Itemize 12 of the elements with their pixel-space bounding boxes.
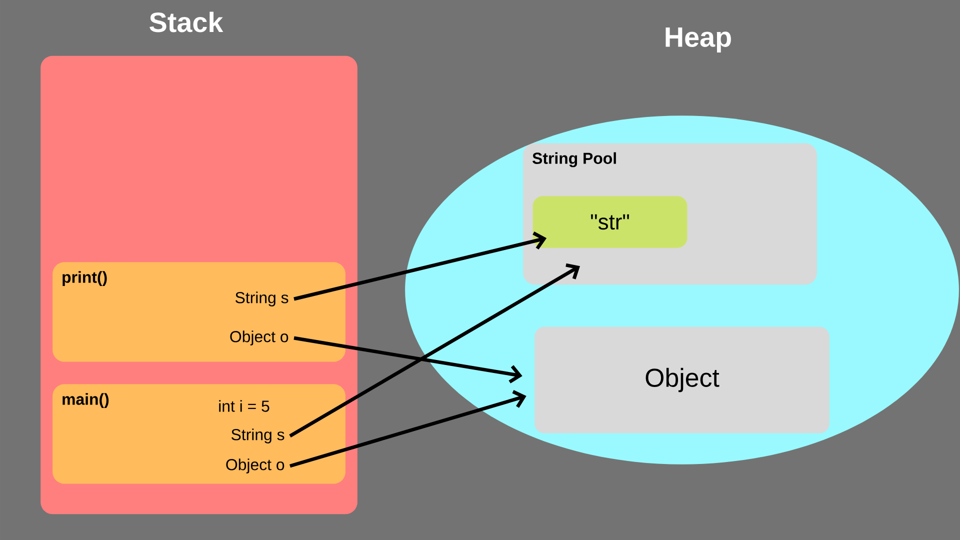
variable-label: Object o xyxy=(230,330,288,346)
string-box: "str" xyxy=(532,196,688,248)
variable-label: String s xyxy=(232,428,284,444)
object-box: Object xyxy=(534,326,830,434)
arrow xyxy=(290,390,526,468)
variable-label: String s xyxy=(236,292,288,306)
arrow xyxy=(294,232,547,301)
arrow xyxy=(289,263,580,438)
variable-label: Object o xyxy=(226,458,284,474)
node-label: int i = 5 xyxy=(219,400,270,412)
arrow xyxy=(294,336,522,384)
node-label: main() xyxy=(62,393,109,408)
